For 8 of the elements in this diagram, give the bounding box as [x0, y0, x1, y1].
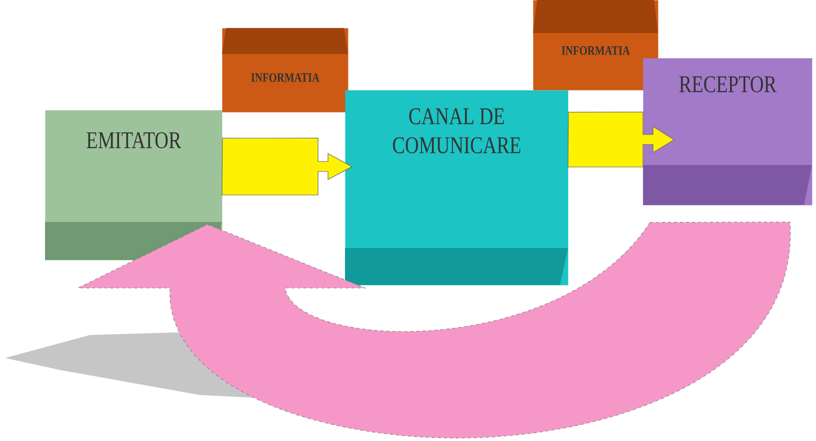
process-box: INFORMATIA: [533, 0, 658, 90]
process-box: RECEPTOR: [643, 58, 812, 206]
block-arrow: [568, 112, 675, 168]
process-box: CANAL DE COMUNICARE: [345, 90, 568, 286]
curved-arrow: [78, 222, 790, 438]
process-box: EMITATOR: [45, 110, 222, 260]
process-box: INFORMATIA: [222, 28, 348, 112]
block-arrow: [222, 138, 353, 196]
